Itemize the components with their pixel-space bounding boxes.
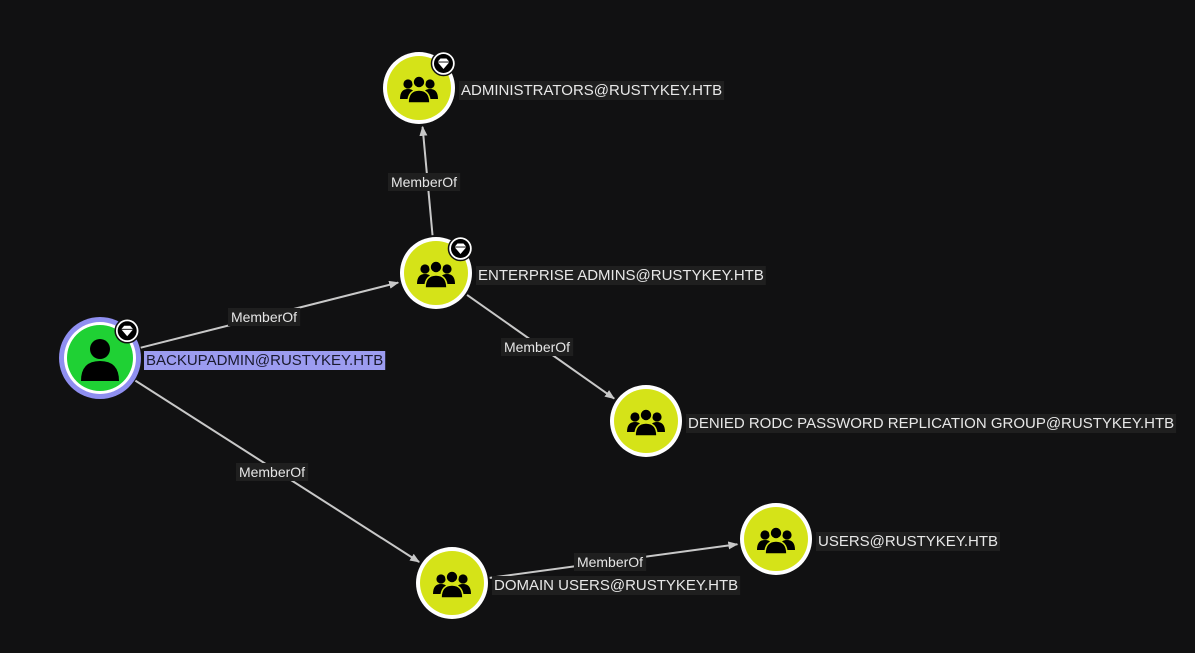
edge-label-bg — [573, 553, 647, 571]
user-icon — [81, 339, 119, 381]
node-administrators[interactable]: ADMINISTRATORS@RUSTYKEY.HTB — [383, 50, 725, 124]
gem-icon — [447, 235, 474, 262]
node-label-text: BACKUPADMIN@RUSTYKEY.HTB — [146, 352, 383, 369]
nodes-layer: BACKUPADMIN@RUSTYKEY.HTB ADMINISTRATORS@R… — [59, 50, 1177, 619]
edge-label: MemberOf — [500, 338, 574, 356]
node-label-text: ADMINISTRATORS@RUSTYKEY.HTB — [461, 82, 722, 99]
group-icon — [400, 75, 438, 104]
node-label-text: DENIED RODC PASSWORD REPLICATION GROUP@R… — [688, 415, 1174, 432]
edge-label-text: MemberOf — [231, 309, 297, 325]
edge-label: MemberOf — [387, 173, 461, 191]
edge-label-text: MemberOf — [391, 174, 457, 190]
node-backupadmin[interactable]: BACKUPADMIN@RUSTYKEY.HTB — [59, 317, 386, 399]
group-icon — [433, 570, 471, 599]
edge-label: MemberOf — [227, 308, 301, 326]
edge-label-text: MemberOf — [577, 554, 643, 570]
node-label-bg — [476, 266, 766, 285]
node-label-bg — [686, 414, 1177, 433]
edge-memberof[interactable]: MemberOf — [140, 280, 400, 349]
edge-label-bg — [387, 173, 461, 191]
group-icon — [757, 526, 795, 555]
node-label[interactable]: ENTERPRISE ADMINS@RUSTYKEY.HTB — [476, 266, 766, 285]
edge-label: MemberOf — [235, 463, 309, 481]
edge-memberof[interactable]: MemberOf — [489, 541, 739, 579]
node-label-text: ENTERPRISE ADMINS@RUSTYKEY.HTB — [478, 267, 764, 284]
edge-label-text: MemberOf — [504, 339, 570, 355]
node-denied-rodc[interactable]: DENIED RODC PASSWORD REPLICATION GROUP@R… — [610, 385, 1177, 457]
edge-memberof[interactable]: MemberOf — [466, 294, 615, 400]
node-label-bg — [459, 81, 725, 100]
gem-icon — [114, 318, 140, 344]
edge-label-bg — [500, 338, 574, 356]
group-icon — [417, 260, 455, 289]
node-label-bg — [492, 576, 741, 595]
node-label[interactable]: DOMAIN USERS@RUSTYKEY.HTB — [492, 576, 741, 595]
node-label[interactable]: DENIED RODC PASSWORD REPLICATION GROUP@R… — [686, 414, 1177, 433]
gem-icon — [430, 50, 457, 77]
edge-label-text: MemberOf — [239, 464, 305, 480]
node-label-text: DOMAIN USERS@RUSTYKEY.HTB — [494, 577, 738, 594]
node-label-bg — [144, 351, 386, 370]
node-label[interactable]: BACKUPADMIN@RUSTYKEY.HTB — [144, 351, 386, 370]
edge-label: MemberOf — [573, 553, 647, 571]
node-label-text: USERS@RUSTYKEY.HTB — [818, 533, 998, 550]
edge-label-bg — [235, 463, 309, 481]
node-label[interactable]: ADMINISTRATORS@RUSTYKEY.HTB — [459, 81, 725, 100]
edge-memberof[interactable]: MemberOf — [387, 125, 461, 236]
edge-memberof[interactable]: MemberOf — [134, 379, 420, 563]
node-label[interactable]: USERS@RUSTYKEY.HTB — [816, 532, 1000, 551]
group-icon — [627, 408, 665, 437]
node-domain-users[interactable]: DOMAIN USERS@RUSTYKEY.HTB — [416, 547, 741, 619]
node-enterprise-admins[interactable]: ENTERPRISE ADMINS@RUSTYKEY.HTB — [400, 235, 766, 309]
node-label-bg — [816, 532, 1000, 551]
node-users[interactable]: USERS@RUSTYKEY.HTB — [740, 503, 1000, 575]
edge-label-bg — [227, 308, 301, 326]
